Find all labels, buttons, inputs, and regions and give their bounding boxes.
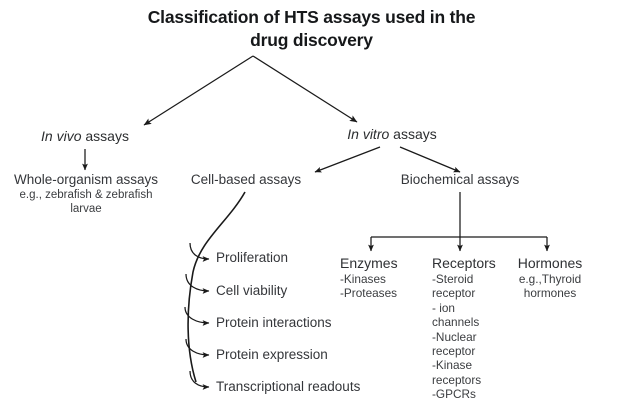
connector-title-to-invitro [252,55,358,123]
node-in-vivo-rest: assays [81,128,129,144]
leaf-transcriptional-readouts: Transcriptional readouts [216,379,361,394]
connector-invitro-to-biochem [399,146,461,173]
node-in-vivo-assays: In vivo assays [22,128,148,145]
list-item: -Nuclear receptor [432,329,477,359]
leaf-cell-viability: Cell viability [216,283,288,298]
node-in-vitro-assays: In vitro assays [330,126,454,143]
connector-title-to-invivo [143,55,254,126]
column-enzymes-list: -Kinases -Proteases [340,272,416,301]
list-item: -Proteases [340,286,398,301]
page-title-line-2: drug discovery [250,30,373,50]
list-item: -Kinase receptors [432,358,482,387]
page-title-line-1: Classification of HTS assays used in the [147,7,476,27]
connector-cell-to-cell-viability [185,273,210,294]
list-item: - ion channels [432,300,480,330]
list-item: -GPCRs [432,387,476,402]
column-receptors: Receptors -Steroid receptor - ion channe… [432,255,504,402]
column-enzymes-heading: Enzymes [340,255,398,271]
list-item: -Kinases [340,272,386,286]
column-hormones-heading: Hormones [517,255,583,271]
connector-cell-to-protein-expression [185,338,210,358]
column-receptors-list: -Steroid receptor - ion channels -Nuclea… [432,272,504,402]
node-in-vivo-emphasis: In vivo [41,128,82,144]
page-title: Classification of HTS assays used in the… [60,6,563,52]
node-in-vitro-emphasis: In vitro [347,126,390,142]
list-item: e.g.,Thyroid hormones [518,272,582,301]
column-hormones: Hormones e.g.,Thyroid hormones [506,255,594,301]
connector-invitro-to-cell [314,146,381,173]
node-cell-based-assays: Cell-based assays [190,172,302,187]
leaf-protein-interactions: Protein interactions [216,315,332,330]
node-biochemical-assays: Biochemical assays [400,172,520,187]
leaf-protein-expression: Protein expression [216,347,328,362]
node-whole-organism-note-1: e.g., zebrafish & zebrafish [19,189,153,201]
list-item: -Steroid receptor [432,272,476,301]
connector-cell-to-protein-interactions [184,306,210,326]
column-hormones-list: e.g.,Thyroid hormones [506,272,594,301]
node-whole-organism-label: Whole-organism assays [13,172,159,187]
node-whole-organism-assays: Whole-organism assays e.g., zebrafish & … [4,172,168,216]
connector-cell-to-transcriptional-readouts [189,370,210,390]
node-whole-organism-note-2: larvae [70,203,102,215]
leaf-proliferation: Proliferation [216,250,289,265]
column-enzymes: Enzymes -Kinases -Proteases [340,255,416,301]
connector-cell-to-proliferation [189,242,210,262]
node-in-vitro-rest: assays [389,126,437,142]
column-receptors-heading: Receptors [432,255,496,271]
